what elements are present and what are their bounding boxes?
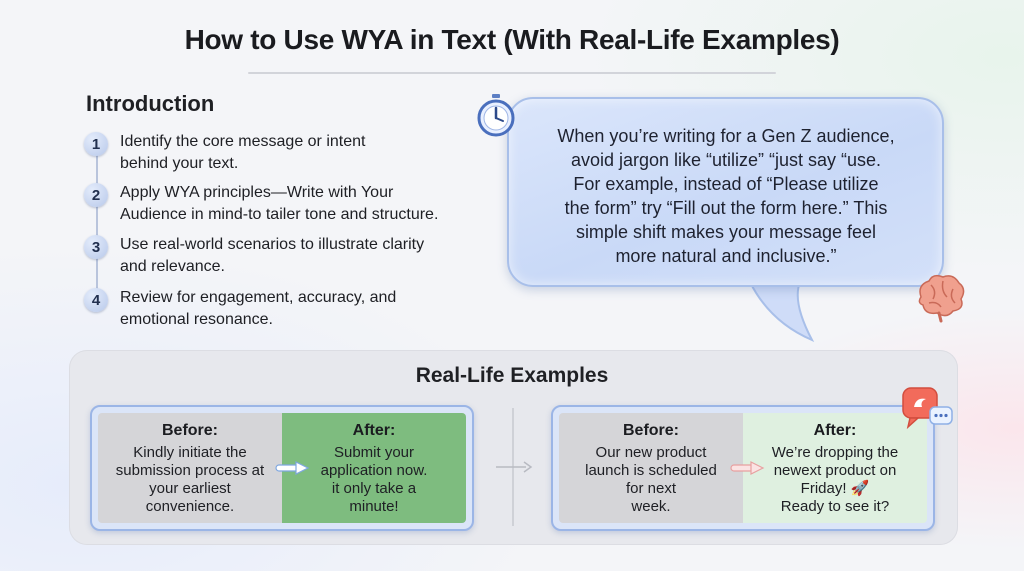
- step-text: Review for engagement, accuracy, and emo…: [120, 287, 396, 331]
- after-text: Submit your application now. it only tak…: [282, 444, 466, 516]
- step-text: Use real-world scenarios to illustrate c…: [120, 234, 424, 278]
- step-number: 2: [84, 183, 108, 207]
- step-text-line: and relevance.: [120, 258, 225, 275]
- step-text-line: Apply WYA principles—Write with Your: [120, 184, 394, 201]
- brain-icon: [918, 274, 965, 323]
- example-card-content: Before: Kindly initiate the submission p…: [98, 413, 466, 523]
- before-label: Before:: [161, 422, 218, 439]
- step-text-line: Audience in mind-to tailer tone and stru…: [120, 206, 439, 223]
- after-text-line: Friday! 🚀: [800, 480, 870, 497]
- step-3: 3 Use real-world scenarios to illustrate…: [84, 234, 484, 278]
- tip-text-line: avoid jargon like “utilize” “just say “u…: [570, 150, 882, 170]
- step-number: 4: [84, 288, 108, 312]
- after-text-line: We’re dropping the: [771, 444, 899, 461]
- before-label: Before:: [622, 422, 679, 439]
- tip-text-line: simple shift makes your message feel: [575, 222, 877, 242]
- tip-text-line: When you’re writing for a Gen Z audience…: [557, 126, 895, 146]
- before-text-line: launch is scheduled: [585, 462, 717, 479]
- step-text-line: emotional resonance.: [120, 311, 273, 328]
- after-text-line: minute!: [349, 498, 399, 515]
- examples-heading: Real-Life Examples: [415, 364, 609, 387]
- after-label: After:: [352, 422, 396, 439]
- before-panel: Before: Our new product launch is schedu…: [559, 413, 743, 523]
- chat-bubble-icon: [902, 387, 953, 430]
- example-card-content: Before: Our new product launch is schedu…: [559, 413, 927, 523]
- after-text-line: newext product on: [773, 462, 897, 479]
- step-1: 1 Identify the core message or intent be…: [84, 131, 484, 175]
- tip-text-line: For example, instead of “Please utilize: [573, 174, 879, 194]
- before-text-line: for next: [625, 480, 677, 497]
- after-text-line: Ready to see it?: [780, 498, 890, 515]
- step-number: 3: [84, 235, 108, 259]
- after-panel: After: We’re dropping the newext product…: [743, 413, 927, 523]
- before-text: Kindly initiate the submission process a…: [98, 444, 282, 516]
- after-text: We’re dropping the newext product on Fri…: [743, 444, 927, 516]
- tip-bubble: [507, 97, 944, 287]
- before-panel: Before: Kindly initiate the submission p…: [98, 413, 282, 523]
- before-text-line: Kindly initiate the: [133, 444, 247, 461]
- tip-text-line: the form” try “Fill out the form here.” …: [564, 198, 888, 218]
- step-text-line: Use real-world scenarios to illustrate c…: [120, 236, 425, 253]
- step-2: 2 Apply WYA principles—Write with Your A…: [84, 182, 484, 226]
- before-text-line: week.: [631, 498, 671, 515]
- intro-heading: Introduction: [86, 91, 215, 116]
- arrow-right-icon: [730, 461, 765, 475]
- after-text-line: it only take a: [331, 480, 417, 497]
- tip-text-line: more natural and inclusive.”: [615, 246, 837, 266]
- arrow-right-icon: [496, 461, 533, 473]
- after-text-line: application now.: [320, 462, 428, 479]
- title-divider: [248, 72, 776, 74]
- before-text-line: your earliest convenience.: [145, 480, 235, 515]
- arrow-right-icon: [275, 461, 310, 475]
- after-label: After:: [813, 422, 857, 439]
- step-text-line: Identify the core message or intent: [120, 133, 366, 150]
- after-panel: After: Submit your application now. it o…: [282, 413, 466, 523]
- step-text-line: behind your text.: [120, 155, 239, 172]
- step-text-line: Review for engagement, accuracy, and: [120, 289, 397, 306]
- example-card-1: Before: Kindly initiate the submission p…: [90, 405, 474, 531]
- bubble-tail: [732, 282, 815, 342]
- step-text: Identify the core message or intent behi…: [120, 131, 365, 175]
- timer-icon: [477, 94, 515, 137]
- after-text-line: Submit your: [333, 444, 415, 461]
- before-text-line: Our new product: [595, 444, 707, 461]
- before-text: Our new product launch is scheduled for …: [559, 444, 743, 516]
- page-title: How to Use WYA in Text (With Real-Life E…: [184, 24, 840, 55]
- steps-connector: [96, 155, 98, 295]
- before-text-line: submission process at: [115, 462, 265, 479]
- tip-text: When you’re writing for a Gen Z audience…: [524, 124, 928, 268]
- step-4: 4 Review for engagement, accuracy, and e…: [84, 287, 484, 331]
- step-number: 1: [84, 132, 108, 156]
- step-text: Apply WYA principles—Write with Your Aud…: [120, 182, 438, 226]
- example-card-2: Before: Our new product launch is schedu…: [551, 405, 935, 531]
